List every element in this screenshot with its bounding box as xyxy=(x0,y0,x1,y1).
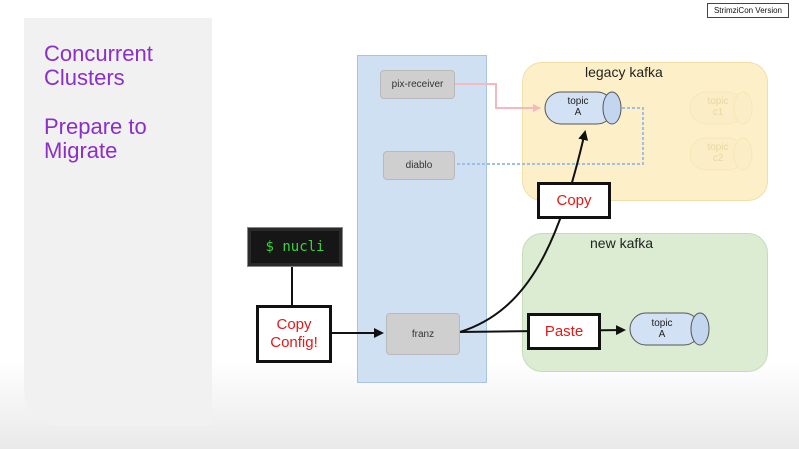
legacy-topic-c2-label: topic c2 xyxy=(696,142,740,164)
nucli-terminal: $ nucli xyxy=(248,228,342,266)
new-topic-a-label: topic A xyxy=(640,318,684,340)
slide-subtitle: Prepare to Migrate xyxy=(44,115,204,163)
diablo-service: diablo xyxy=(383,151,455,180)
copy-config-line1: Copy xyxy=(276,316,312,333)
copy-config-line2: Config! xyxy=(270,334,318,351)
version-tag: StrimziCon Version xyxy=(706,3,789,18)
legacy-topic-c1-label-line1: topic xyxy=(707,96,729,107)
slide-title-line2: Clusters xyxy=(44,65,125,90)
new-topic-a-label-line1: topic xyxy=(651,318,673,329)
pix-receiver-service: pix-receiver xyxy=(380,70,455,99)
slide-title: Concurrent Clusters xyxy=(44,42,204,90)
legacy-topic-a-cylinder xyxy=(544,91,622,125)
legacy-topic-c1-label-line2: c1 xyxy=(712,107,724,118)
diablo-connector xyxy=(456,107,644,165)
copy-config-callout: Copy Config! xyxy=(256,305,332,363)
title-panel xyxy=(24,18,212,426)
slide-subtitle-line2: Migrate xyxy=(44,138,118,163)
franz-service: franz xyxy=(386,313,460,355)
paste-callout: Paste xyxy=(527,313,601,350)
legacy-topic-c2-label-line1: topic xyxy=(707,142,729,153)
legacy-kafka-title: legacy kafka xyxy=(585,64,663,80)
slide-title-line1: Concurrent xyxy=(44,41,153,66)
copy-arrow xyxy=(459,130,589,333)
new-topic-a-label-line2: A xyxy=(658,329,666,340)
pix-receiver-connector xyxy=(455,83,541,112)
legacy-topic-c2-cylinder xyxy=(689,137,753,171)
legacy-topic-a-label-line1: topic xyxy=(567,96,589,107)
legacy-topic-c1-cylinder xyxy=(689,91,753,125)
legacy-topic-a-label: topic A xyxy=(556,96,600,118)
slide-subtitle-line1: Prepare to xyxy=(44,114,147,139)
legacy-topic-a-label-line2: A xyxy=(574,107,582,118)
legacy-kafka-region xyxy=(522,62,768,201)
new-kafka-title: new kafka xyxy=(590,235,654,251)
copy-callout: Copy xyxy=(537,182,611,219)
new-topic-a-cylinder xyxy=(629,312,710,346)
legacy-topic-c2-label-line2: c2 xyxy=(712,153,724,164)
legacy-topic-c1-label: topic c1 xyxy=(696,96,740,118)
